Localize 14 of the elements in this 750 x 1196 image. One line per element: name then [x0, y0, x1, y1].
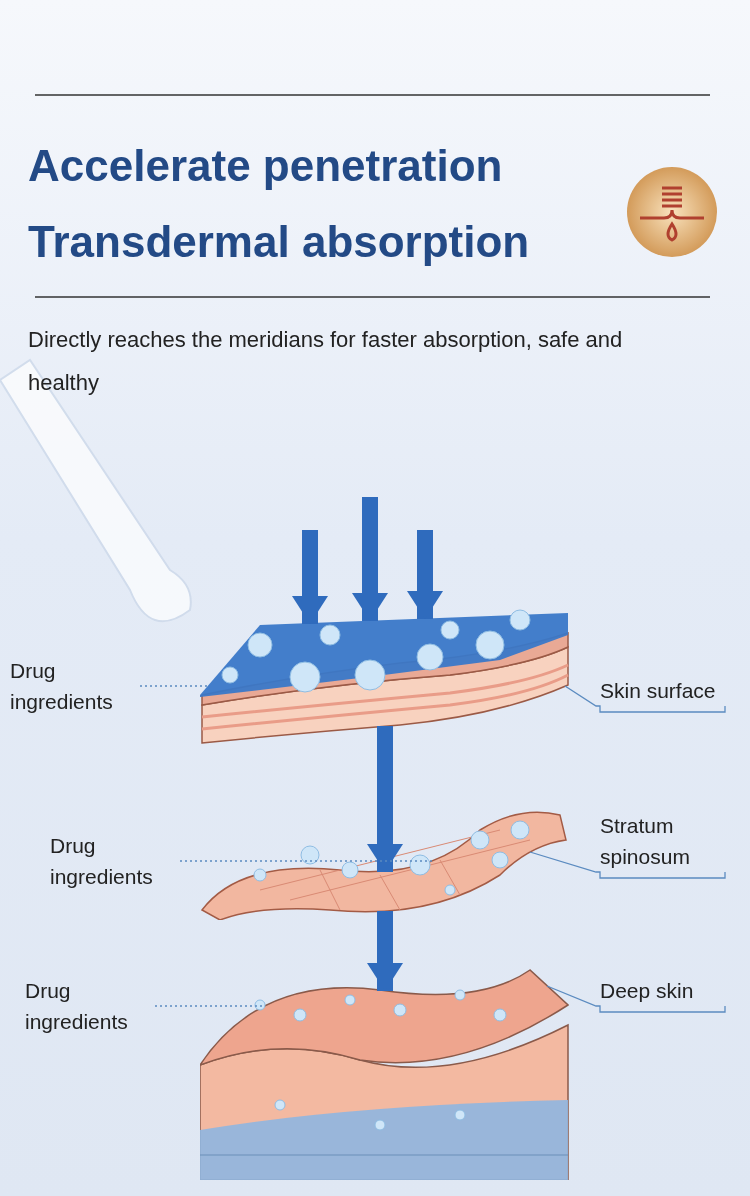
callout-label: Deep skin — [600, 975, 725, 1006]
leader-line — [529, 851, 726, 879]
subtitle: Directly reaches the meridians for faster absorption, safe and healthy — [28, 326, 624, 397]
leader-line — [179, 860, 434, 862]
arrow — [292, 530, 328, 624]
arrow — [407, 530, 443, 619]
callout-label: Stratum spinosum — [600, 810, 725, 872]
leader-line — [564, 685, 726, 713]
arrow — [352, 497, 388, 621]
title: Accelerate penetration Transdermal absorption — [28, 140, 531, 268]
callout-label: Drug ingredients — [25, 975, 155, 1037]
callout-label: Drug ingredients — [10, 655, 140, 717]
callout-label: Skin surface — [600, 675, 725, 706]
callout-label: Drug ingredients — [50, 830, 180, 892]
